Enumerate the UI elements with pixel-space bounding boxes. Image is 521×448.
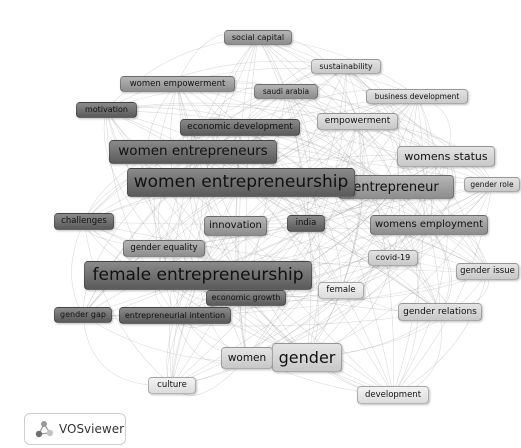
node-gender-gap[interactable]: gender gap (54, 307, 112, 323)
network-edge (246, 96, 418, 359)
node-women-entrepreneurship[interactable]: women entrepreneurship (127, 168, 355, 197)
node-womens-status[interactable]: womens status (397, 146, 495, 167)
network-edge (257, 37, 397, 188)
network-edge (257, 37, 488, 272)
network-edge (340, 184, 493, 291)
network-edge (285, 91, 441, 313)
node-female[interactable]: female (318, 282, 364, 299)
node-women-entrepreneurs[interactable]: women entrepreneurs (109, 140, 277, 164)
network-edge (82, 314, 173, 386)
network-edge (106, 109, 493, 185)
network-edge (345, 66, 430, 226)
vosviewer-logo-text: VOSviewer (59, 422, 125, 436)
network-edge (392, 184, 493, 396)
node-saudi-arabia[interactable]: saudi arabia (254, 84, 318, 99)
node-gender-role[interactable]: gender role (464, 177, 520, 192)
network-edge (285, 91, 488, 272)
network-edge (171, 96, 418, 386)
network-edge (246, 184, 493, 359)
network-edge (395, 186, 450, 313)
node-empowerment[interactable]: empowerment (317, 113, 398, 130)
network-edge (340, 66, 365, 291)
node-culture[interactable]: culture (148, 377, 196, 394)
network-edge (197, 156, 447, 276)
node-gender-equality[interactable]: gender equality (123, 240, 205, 257)
node-gender-issue[interactable]: gender issue (456, 263, 519, 280)
network-edge (257, 37, 447, 157)
node-development[interactable]: development (357, 386, 429, 404)
network-edge (305, 223, 394, 396)
network-edge (306, 184, 493, 358)
node-female-entrepreneurship[interactable]: female entrepreneurship (84, 261, 312, 290)
node-entrepreneurial-intention[interactable]: entrepreneurial intention (119, 307, 231, 324)
network-edge (171, 91, 287, 386)
node-india[interactable]: india (287, 215, 325, 232)
network-edge (103, 109, 165, 249)
network-edge (83, 221, 394, 265)
node-innovation[interactable]: innovation (204, 216, 267, 236)
network-edge (71, 221, 85, 316)
network-edge (106, 109, 441, 313)
node-motivation[interactable]: motivation (76, 102, 137, 118)
network-edge (240, 182, 342, 291)
node-business-development[interactable]: business development (366, 89, 468, 104)
node-womens-employment[interactable]: womens employment (370, 215, 488, 235)
network-edge (306, 121, 362, 358)
node-covid-19[interactable]: covid-19 (368, 250, 418, 266)
network-edge (239, 127, 441, 313)
network-edge (163, 184, 493, 249)
network-edge (246, 121, 358, 359)
node-challenges[interactable]: challenges (54, 213, 114, 230)
node-sustainability[interactable]: sustainability (311, 59, 381, 74)
network-edge (171, 225, 236, 386)
node-women-empowerment[interactable]: women empowerment (120, 76, 235, 92)
network-edge (83, 221, 173, 386)
node-entrepreneur[interactable]: entrepreneur (338, 175, 454, 199)
network-edge (240, 66, 347, 183)
network-edge (246, 66, 347, 359)
vosviewer-logo-icon (35, 421, 54, 438)
vosviewer-logo: VOSviewer (24, 413, 126, 445)
node-economic-development[interactable]: economic development (180, 119, 300, 136)
network-edge (235, 225, 394, 396)
node-economic-growth[interactable]: economic growth (206, 290, 286, 306)
network-edge (392, 271, 488, 396)
node-gender[interactable]: gender (272, 343, 342, 372)
network-edge (192, 151, 488, 272)
node-women[interactable]: women (221, 347, 273, 369)
network-edge (306, 186, 397, 358)
node-gender-relations[interactable]: gender relations (398, 303, 482, 321)
network-edge (240, 182, 441, 313)
network-edge (106, 109, 176, 316)
network-edge (235, 96, 418, 227)
network-edge (106, 104, 447, 157)
network-edge (257, 37, 441, 313)
node-social-capital[interactable]: social capital (224, 30, 292, 45)
network-edge (392, 96, 429, 259)
network-edge (392, 156, 454, 259)
network-edge (392, 96, 425, 396)
network-edge (305, 66, 347, 224)
network-edge (83, 221, 488, 272)
network-edge (340, 121, 364, 291)
